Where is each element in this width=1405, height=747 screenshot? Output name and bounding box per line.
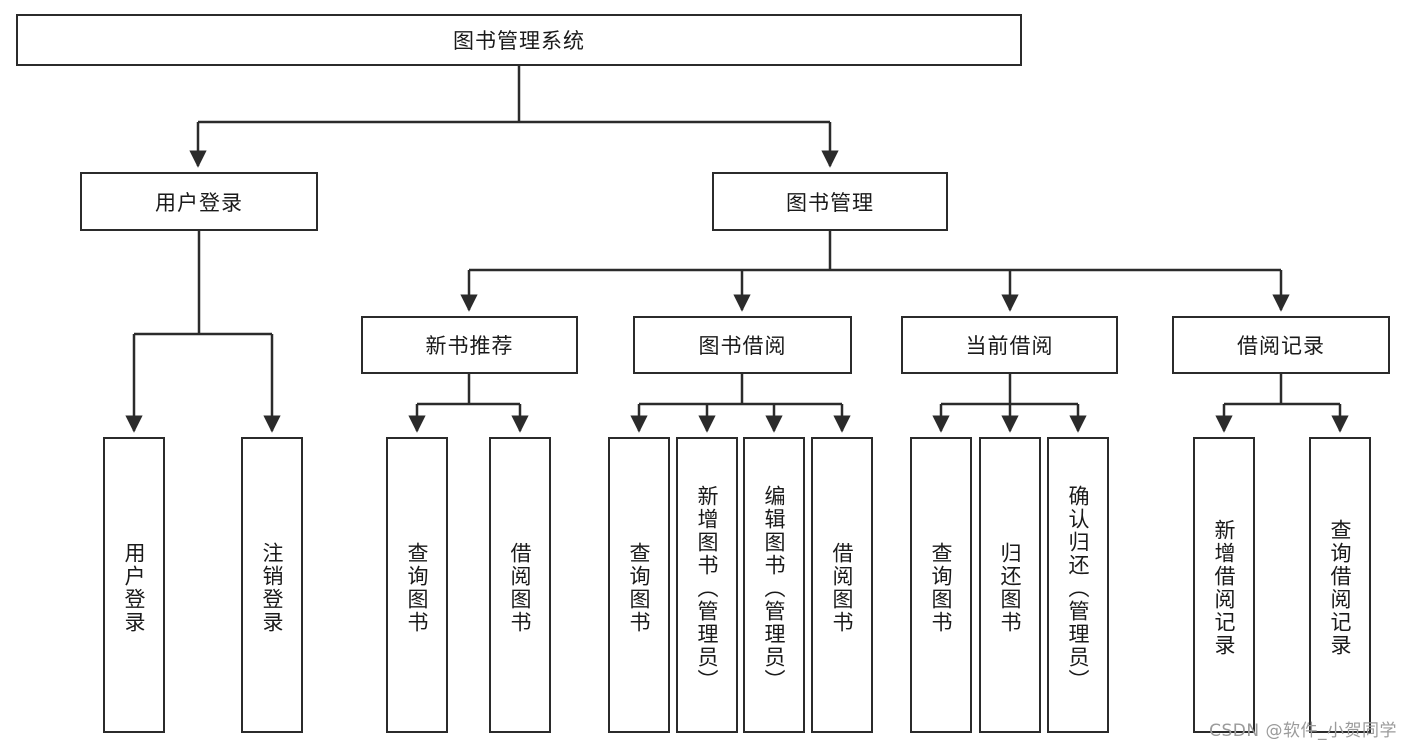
leaf-borrow-book-1[interactable]: 借阅图书 (489, 437, 551, 733)
leaf-return-book-label: 归还图书 (998, 542, 1023, 634)
leaf-add-book-label: 新增图书（管理员） (695, 484, 720, 692)
csdn-watermark: CSDN @软件_小贺同学 (1209, 721, 1397, 741)
node-current-borrow[interactable]: 当前借阅 (901, 316, 1118, 374)
node-user-login[interactable]: 用户登录 (80, 172, 318, 231)
node-root[interactable]: 图书管理系统 (16, 14, 1022, 66)
node-book-borrow[interactable]: 图书借阅 (633, 316, 852, 374)
leaf-query-record[interactable]: 查询借阅记录 (1309, 437, 1371, 733)
leaf-query-book-2[interactable]: 查询图书 (608, 437, 670, 733)
node-book-manage[interactable]: 图书管理 (712, 172, 948, 231)
leaf-add-record-label: 新增借阅记录 (1212, 519, 1237, 657)
node-new-book-recommend-label: 新书推荐 (425, 334, 514, 358)
leaf-edit-book-label: 编辑图书（管理员） (762, 484, 787, 692)
node-new-book-recommend[interactable]: 新书推荐 (361, 316, 578, 374)
node-user-login-label: 用户登录 (155, 190, 243, 215)
leaf-query-book-3-label: 查询图书 (929, 542, 954, 634)
leaf-add-book[interactable]: 新增图书（管理员） (676, 437, 738, 733)
node-borrow-record-label: 借阅记录 (1237, 334, 1325, 358)
leaf-query-book-2-label: 查询图书 (627, 542, 652, 634)
node-book-manage-label: 图书管理 (786, 190, 874, 215)
leaf-query-book-1-label: 查询图书 (405, 542, 430, 634)
leaf-query-book-3[interactable]: 查询图书 (910, 437, 972, 733)
node-borrow-record[interactable]: 借阅记录 (1172, 316, 1390, 374)
leaf-add-record[interactable]: 新增借阅记录 (1193, 437, 1255, 733)
leaf-borrow-book-1-label: 借阅图书 (508, 542, 533, 634)
node-book-borrow-label: 图书借阅 (698, 334, 787, 358)
leaf-borrow-book-2[interactable]: 借阅图书 (811, 437, 873, 733)
leaf-borrow-book-2-label: 借阅图书 (830, 542, 855, 634)
node-current-borrow-label: 当前借阅 (965, 334, 1054, 358)
leaf-edit-book[interactable]: 编辑图书（管理员） (743, 437, 805, 733)
leaf-user-login-label: 用户登录 (122, 542, 147, 634)
leaf-query-book-1[interactable]: 查询图书 (386, 437, 448, 733)
leaf-confirm-return[interactable]: 确认归还（管理员） (1047, 437, 1109, 733)
node-root-label: 图书管理系统 (453, 29, 585, 53)
leaf-logout-login[interactable]: 注销登录 (241, 437, 303, 733)
leaf-confirm-return-label: 确认归还（管理员） (1066, 484, 1091, 692)
leaf-return-book[interactable]: 归还图书 (979, 437, 1041, 733)
leaf-user-login[interactable]: 用户登录 (103, 437, 165, 733)
leaf-logout-login-label: 注销登录 (260, 542, 285, 634)
leaf-query-record-label: 查询借阅记录 (1328, 519, 1353, 657)
